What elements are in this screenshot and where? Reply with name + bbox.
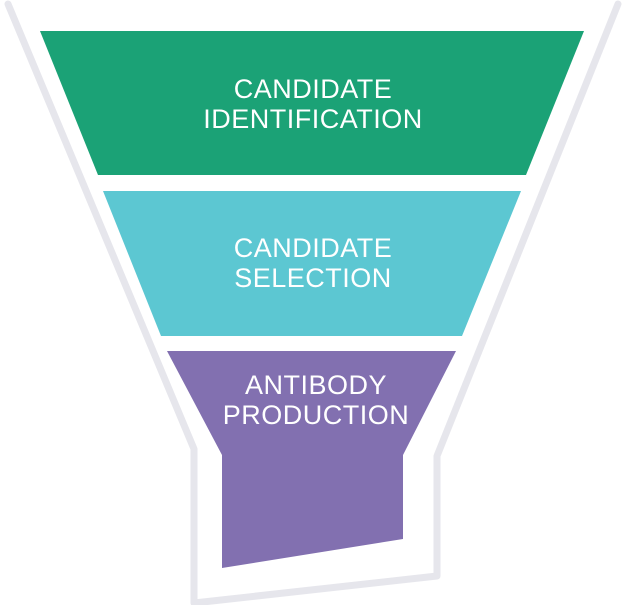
stage-label-line1: CANDIDATE <box>234 74 393 104</box>
stage-band <box>40 31 584 175</box>
stage-label-line1: ANTIBODY <box>245 370 387 400</box>
stage-label-line2: SELECTION <box>234 263 392 293</box>
stage-band <box>103 191 521 336</box>
stage-label-line1: CANDIDATE <box>234 233 393 263</box>
stage-candidate-selection: CANDIDATE SELECTION <box>103 191 521 336</box>
stage-antibody-production: ANTIBODY PRODUCTION <box>167 351 456 568</box>
stage-candidate-identification: CANDIDATE IDENTIFICATION <box>40 31 584 175</box>
funnel-outline <box>4 0 622 605</box>
stage-band <box>167 351 456 568</box>
stage-label-line2: IDENTIFICATION <box>203 104 423 134</box>
stage-label-line2: PRODUCTION <box>223 400 410 430</box>
